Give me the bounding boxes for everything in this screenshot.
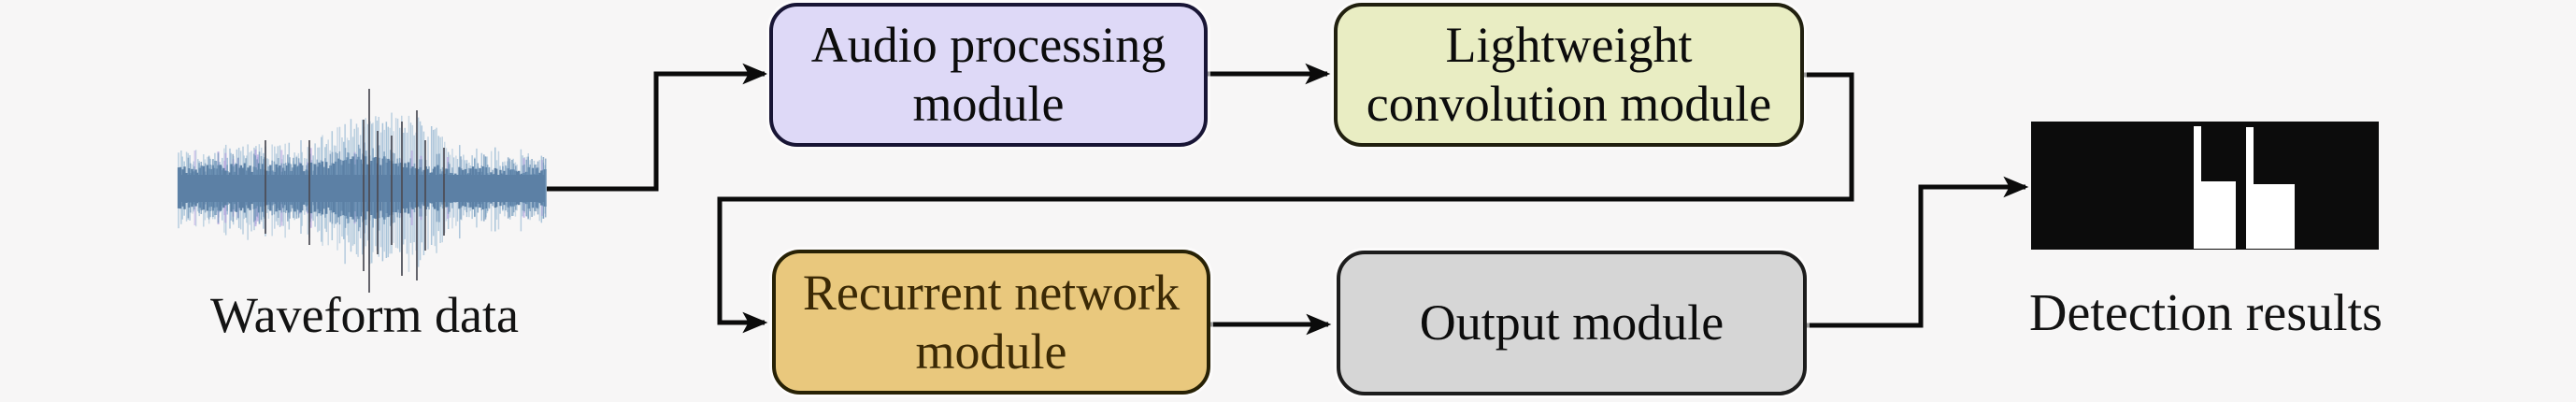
module-label-line: convolution module (1366, 76, 1772, 132)
waveform-data-caption: Waveform data (210, 287, 519, 343)
detection-results-caption: Detection results (2029, 284, 2383, 342)
connector-output-to-detection (1807, 176, 2029, 328)
connector-group (547, 63, 2029, 336)
waveform-plot (177, 89, 547, 293)
audio-processing-module-box: Audio processing module (769, 3, 1208, 147)
module-label-line: Recurrent network (802, 264, 1181, 321)
connector-waveform-to-audio (547, 63, 768, 192)
lightweight-convolution-module-box: Lightweight convolution module (1334, 3, 1804, 147)
output-module-box: Output module (1337, 251, 1807, 395)
module-label-line: module (915, 323, 1067, 380)
detection-pulse-1-edge (2194, 126, 2201, 249)
waveform-core-band (179, 175, 545, 202)
module-label-line: module (912, 76, 1065, 132)
module-label-line: Lightweight (1445, 17, 1693, 74)
detection-pulse-1 (2198, 181, 2236, 249)
detection-results-image (2031, 122, 2379, 250)
connector-conv-to-recurrent (717, 72, 1854, 334)
recurrent-network-module-box: Recurrent network module (772, 250, 1210, 395)
detection-pulse-2-edge (2246, 127, 2254, 249)
detection-pulse-2 (2254, 184, 2295, 249)
module-label-line: Output module (1419, 294, 1724, 352)
module-label-line: Audio processing (810, 17, 1166, 74)
